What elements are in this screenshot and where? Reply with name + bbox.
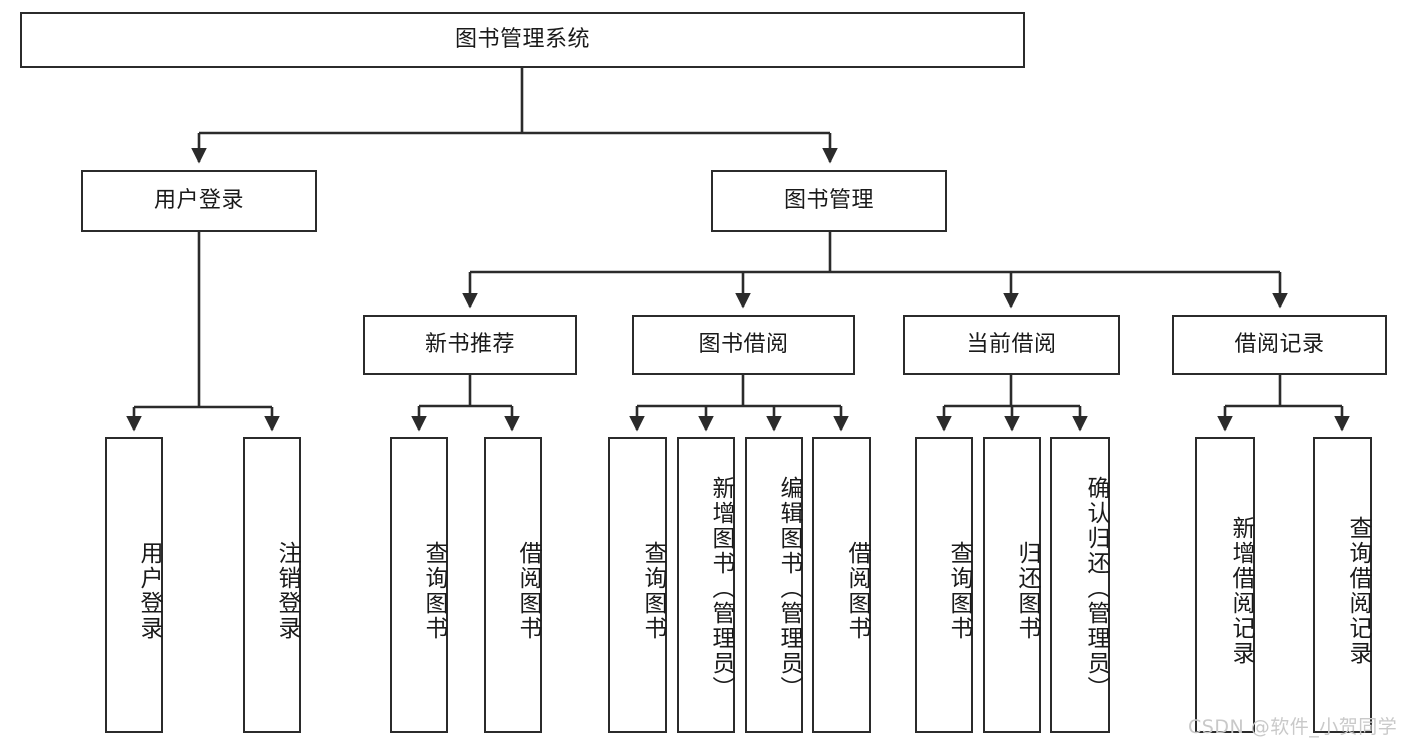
- leaf-add-book-admin[interactable]: 新增图书（管理员）: [677, 437, 735, 733]
- leaf-user-login[interactable]: 用户登录: [105, 437, 163, 733]
- node-current-borrow[interactable]: 当前借阅: [903, 315, 1120, 375]
- leaf-logout-login[interactable]: 注销登录: [243, 437, 301, 733]
- leaf-add-borrow-record[interactable]: 新增借阅记录: [1195, 437, 1255, 733]
- node-borrow-record[interactable]: 借阅记录: [1172, 315, 1387, 375]
- node-book-borrow[interactable]: 图书借阅: [632, 315, 855, 375]
- node-user-login[interactable]: 用户登录: [81, 170, 317, 232]
- leaf-query-book-current[interactable]: 查询图书: [915, 437, 973, 733]
- leaf-confirm-return-admin[interactable]: 确认归还（管理员）: [1050, 437, 1110, 733]
- leaf-return-book[interactable]: 归还图书: [983, 437, 1041, 733]
- csdn-watermark: CSDN @软件_小贺同学: [1188, 716, 1398, 738]
- node-book-management[interactable]: 图书管理: [711, 170, 947, 232]
- leaf-borrow-book[interactable]: 借阅图书: [812, 437, 871, 733]
- leaf-borrow-book-recommend[interactable]: 借阅图书: [484, 437, 542, 733]
- node-new-book-recommend[interactable]: 新书推荐: [363, 315, 577, 375]
- leaf-query-borrow-record[interactable]: 查询借阅记录: [1313, 437, 1372, 733]
- leaf-query-book-recommend[interactable]: 查询图书: [390, 437, 448, 733]
- leaf-query-book-borrow[interactable]: 查询图书: [608, 437, 667, 733]
- node-root-system[interactable]: 图书管理系统: [20, 12, 1025, 68]
- leaf-edit-book-admin[interactable]: 编辑图书（管理员）: [745, 437, 803, 733]
